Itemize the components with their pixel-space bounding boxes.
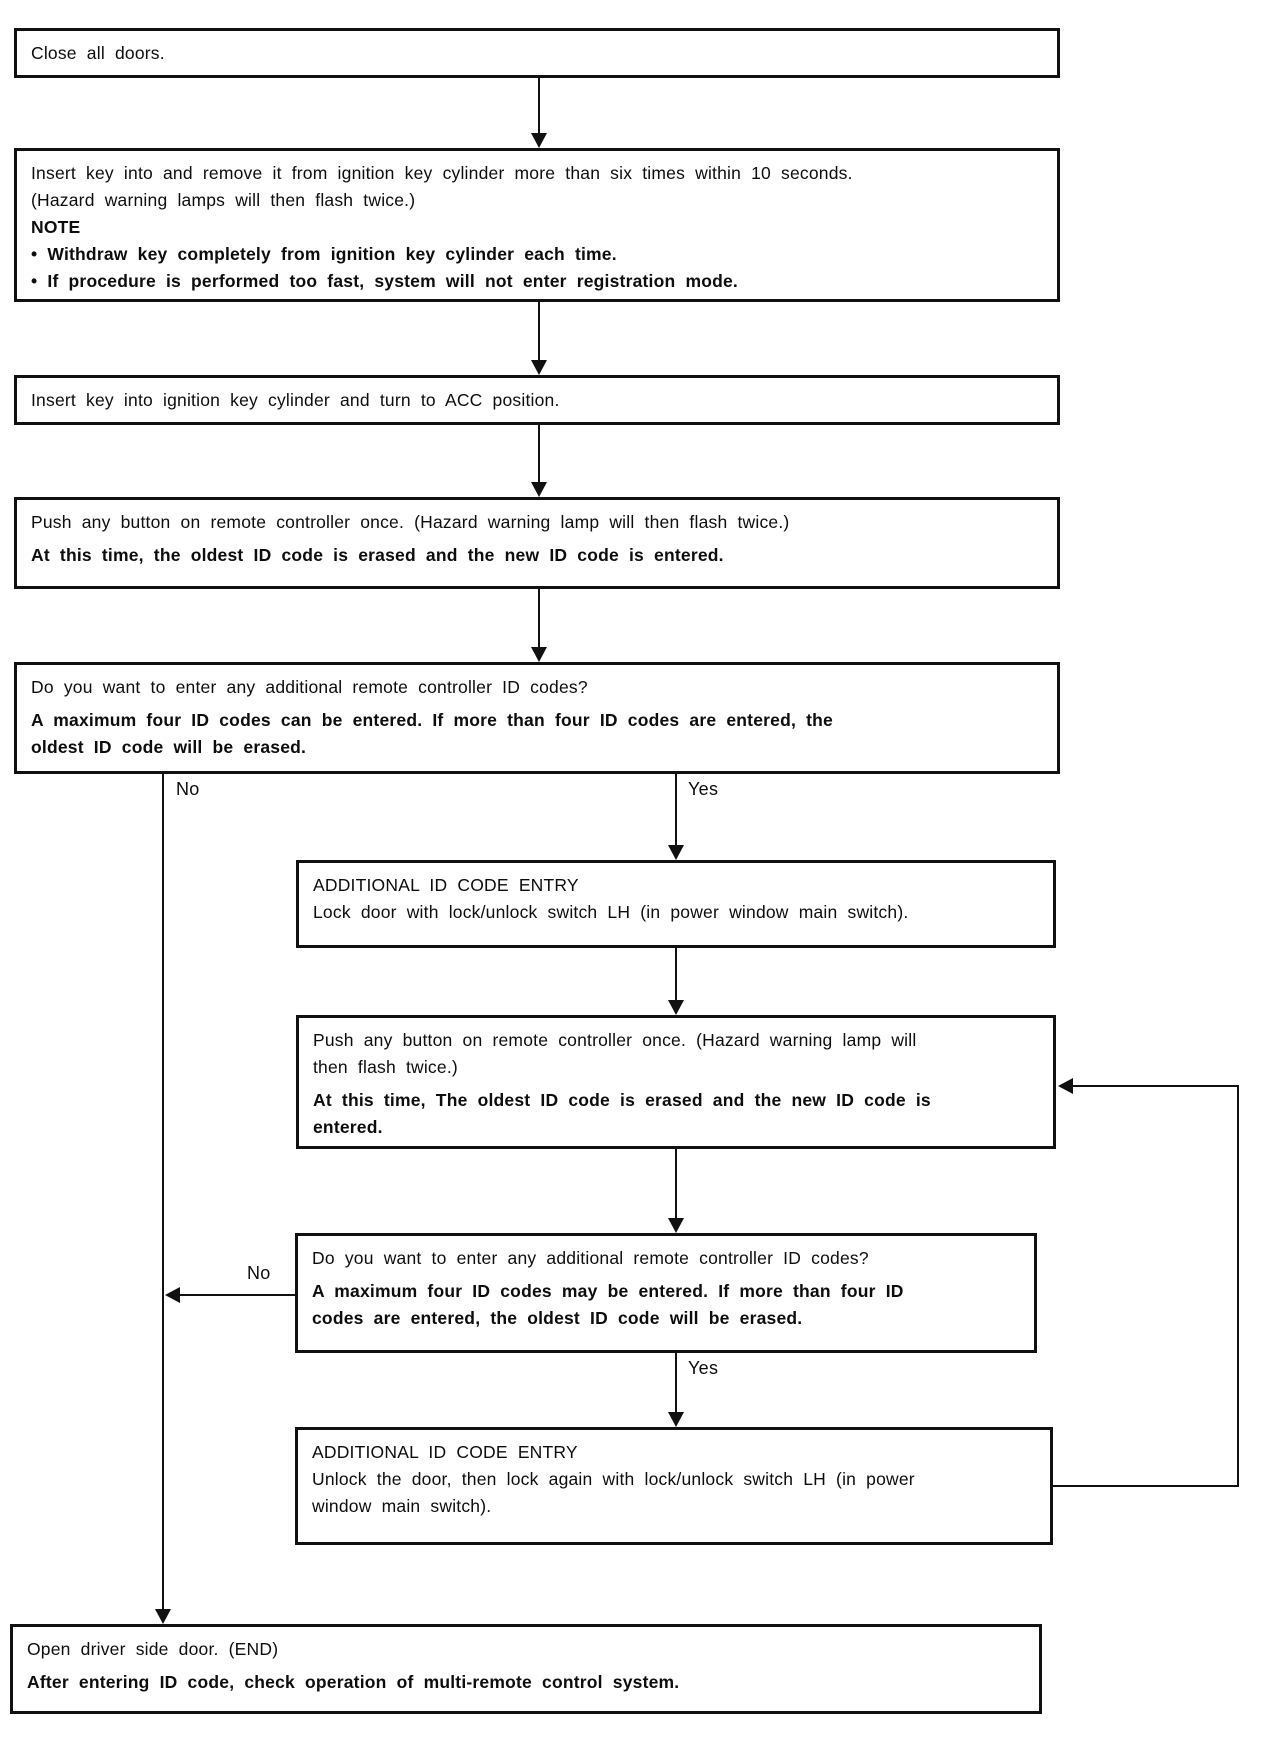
- connector-loop-vertical: [1237, 1085, 1239, 1487]
- connector-yes-branch-2: [675, 1353, 677, 1413]
- node-text: Unlock the door, then lock again with lo…: [312, 1469, 915, 1489]
- node-text: Do you want to enter any additional remo…: [312, 1248, 869, 1268]
- node-insert-remove-key: Insert key into and remove it from ignit…: [14, 148, 1060, 302]
- node-text: then flash twice.): [313, 1057, 458, 1077]
- node-text: Push any button on remote controller onc…: [31, 512, 790, 532]
- arrowhead-down-icon: [668, 1218, 684, 1233]
- note-bullet: • If procedure is performed too fast, sy…: [31, 271, 738, 291]
- node-text-bold: oldest ID code will be erased.: [31, 737, 307, 757]
- connector-loop-bottom: [1053, 1485, 1239, 1487]
- node-additional-id-entry-second: ADDITIONAL ID CODE ENTRY Unlock the door…: [295, 1427, 1053, 1545]
- arrowhead-down-icon: [668, 1000, 684, 1015]
- node-text: Insert key into ignition key cylinder an…: [31, 390, 560, 410]
- node-title: ADDITIONAL ID CODE ENTRY: [312, 1442, 578, 1462]
- connector-no-branch-2: [179, 1294, 295, 1296]
- connector-insert-to-acc: [538, 302, 540, 361]
- node-push-button-second: Push any button on remote controller onc…: [296, 1015, 1056, 1149]
- node-close-doors: Close all doors.: [14, 28, 1060, 78]
- node-text: Open driver side door. (END): [27, 1639, 279, 1659]
- node-text: Lock door with lock/unlock switch LH (in…: [313, 902, 909, 922]
- node-insert-key-acc: Insert key into ignition key cylinder an…: [14, 375, 1060, 425]
- connector-no-branch-line: [162, 774, 164, 1611]
- node-text-bold: After entering ID code, check operation …: [27, 1672, 680, 1692]
- node-text-bold: A maximum four ID codes can be entered. …: [31, 710, 833, 730]
- connector-close-to-insert: [538, 78, 540, 134]
- connector-push-to-decision: [538, 589, 540, 648]
- node-title: ADDITIONAL ID CODE ENTRY: [313, 875, 579, 895]
- node-decision-additional-second: Do you want to enter any additional remo…: [295, 1233, 1037, 1353]
- note-bullet: • Withdraw key completely from ignition …: [31, 244, 617, 264]
- arrowhead-down-icon: [531, 647, 547, 662]
- arrowhead-down-icon: [531, 482, 547, 497]
- arrowhead-down-icon: [155, 1609, 171, 1624]
- branch-label-yes-1: Yes: [688, 779, 719, 799]
- node-decision-additional-first: Do you want to enter any additional remo…: [14, 662, 1060, 774]
- node-additional-id-entry-first: ADDITIONAL ID CODE ENTRY Lock door with …: [296, 860, 1056, 948]
- arrowhead-left-icon: [165, 1287, 180, 1303]
- connector-add1-to-push2: [675, 948, 677, 1001]
- node-text: window main switch).: [312, 1496, 492, 1516]
- arrowhead-down-icon: [531, 133, 547, 148]
- arrowhead-down-icon: [668, 1412, 684, 1427]
- node-text: Close all doors.: [31, 43, 165, 63]
- node-end-open-door: Open driver side door. (END) After enter…: [10, 1624, 1042, 1714]
- node-text-bold: codes are entered, the oldest ID code wi…: [312, 1308, 803, 1328]
- connector-yes-branch-1: [675, 774, 677, 846]
- node-text-bold: A maximum four ID codes may be entered. …: [312, 1281, 904, 1301]
- node-text: Insert key into and remove it from ignit…: [31, 163, 853, 183]
- arrowhead-left-icon: [1058, 1078, 1073, 1094]
- node-text-bold: At this time, the oldest ID code is eras…: [31, 545, 724, 565]
- node-text: (Hazard warning lamps will then flash tw…: [31, 190, 416, 210]
- node-push-button-first: Push any button on remote controller onc…: [14, 497, 1060, 589]
- node-text: Push any button on remote controller onc…: [313, 1030, 917, 1050]
- node-text: Do you want to enter any additional remo…: [31, 677, 588, 697]
- connector-push2-to-decision2: [675, 1149, 677, 1219]
- arrowhead-down-icon: [668, 845, 684, 860]
- connector-acc-to-push: [538, 425, 540, 483]
- note-heading: NOTE: [31, 217, 81, 237]
- node-text-bold: At this time, The oldest ID code is eras…: [313, 1090, 931, 1110]
- node-text-bold: entered.: [313, 1117, 383, 1137]
- branch-label-no-1: No: [176, 779, 200, 799]
- connector-loop-top: [1071, 1085, 1239, 1087]
- branch-label-yes-2: Yes: [688, 1358, 719, 1378]
- arrowhead-down-icon: [531, 360, 547, 375]
- branch-label-no-2: No: [247, 1263, 271, 1283]
